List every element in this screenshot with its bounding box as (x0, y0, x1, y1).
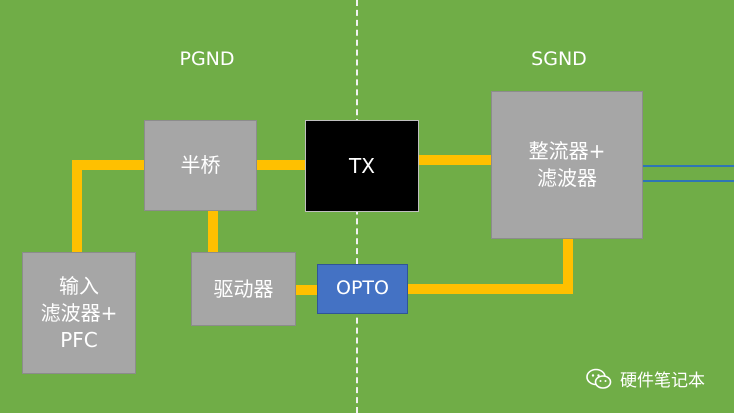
wechat-icon (586, 368, 612, 389)
output-line-upper (642, 165, 734, 167)
output-line-lower (642, 180, 734, 182)
watermark: 硬件笔记本 (586, 366, 705, 391)
wire-driver-to-opto (295, 285, 318, 295)
wire-input-up (72, 160, 82, 253)
opto-label: OPTO (336, 277, 389, 300)
half-bridge-label: 半桥 (180, 153, 221, 177)
rectifier-filter-label: 整流器+ 滤波器 (528, 139, 606, 190)
watermark-text: 硬件笔记本 (620, 371, 705, 391)
wire-feedback-up (563, 238, 573, 294)
tx-block: TX (305, 120, 419, 212)
opto-block: OPTO (317, 264, 408, 314)
wire-input-to-bridge (72, 160, 145, 170)
tx-label: TX (349, 153, 375, 178)
wire-opto-to-feedback (407, 284, 573, 294)
region-label-sgnd: SGND (531, 48, 587, 70)
region-label-pgnd: PGND (179, 48, 235, 70)
wire-bridge-to-tx (256, 160, 306, 170)
driver-block: 驱动器 (191, 252, 296, 326)
input-filter-pfc-block: 输入 滤波器+ PFC (22, 252, 136, 374)
input-filter-pfc-label: 输入 滤波器+ PFC (40, 273, 118, 352)
half-bridge-block: 半桥 (144, 120, 257, 211)
rectifier-filter-block: 整流器+ 滤波器 (491, 91, 643, 239)
wire-tx-to-rectifier (418, 155, 492, 165)
wire-bridge-to-driver (208, 210, 218, 252)
driver-label: 驱动器 (213, 276, 274, 301)
